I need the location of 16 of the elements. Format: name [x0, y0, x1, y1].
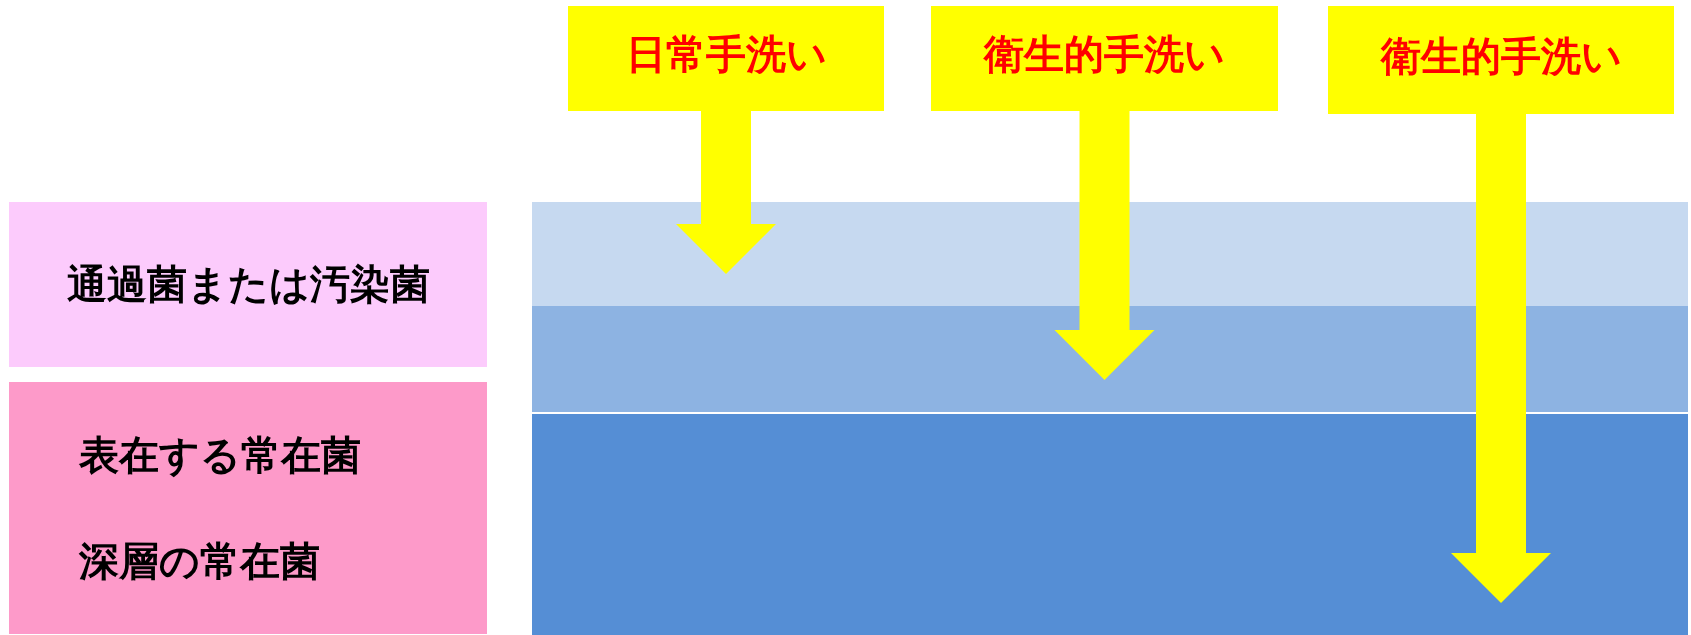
label-text: 衛生的手洗い	[1380, 31, 1622, 81]
category-text: 深層の常在菌	[79, 536, 320, 586]
arrow	[1451, 114, 1551, 603]
category-box	[9, 202, 487, 367]
category-text: 表在する常在菌	[79, 430, 361, 480]
arrow	[676, 111, 776, 274]
arrow	[1054, 111, 1155, 380]
layer-band	[532, 306, 1688, 412]
label-text: 日常手洗い	[625, 30, 827, 79]
category-box	[9, 382, 487, 634]
label-box	[1328, 6, 1674, 114]
label-box	[931, 6, 1278, 111]
layer-band	[532, 414, 1688, 635]
label-text: 衛生的手洗い	[984, 30, 1225, 79]
category-text: 通過菌または汚染菌	[66, 260, 430, 309]
label-box	[568, 6, 884, 111]
